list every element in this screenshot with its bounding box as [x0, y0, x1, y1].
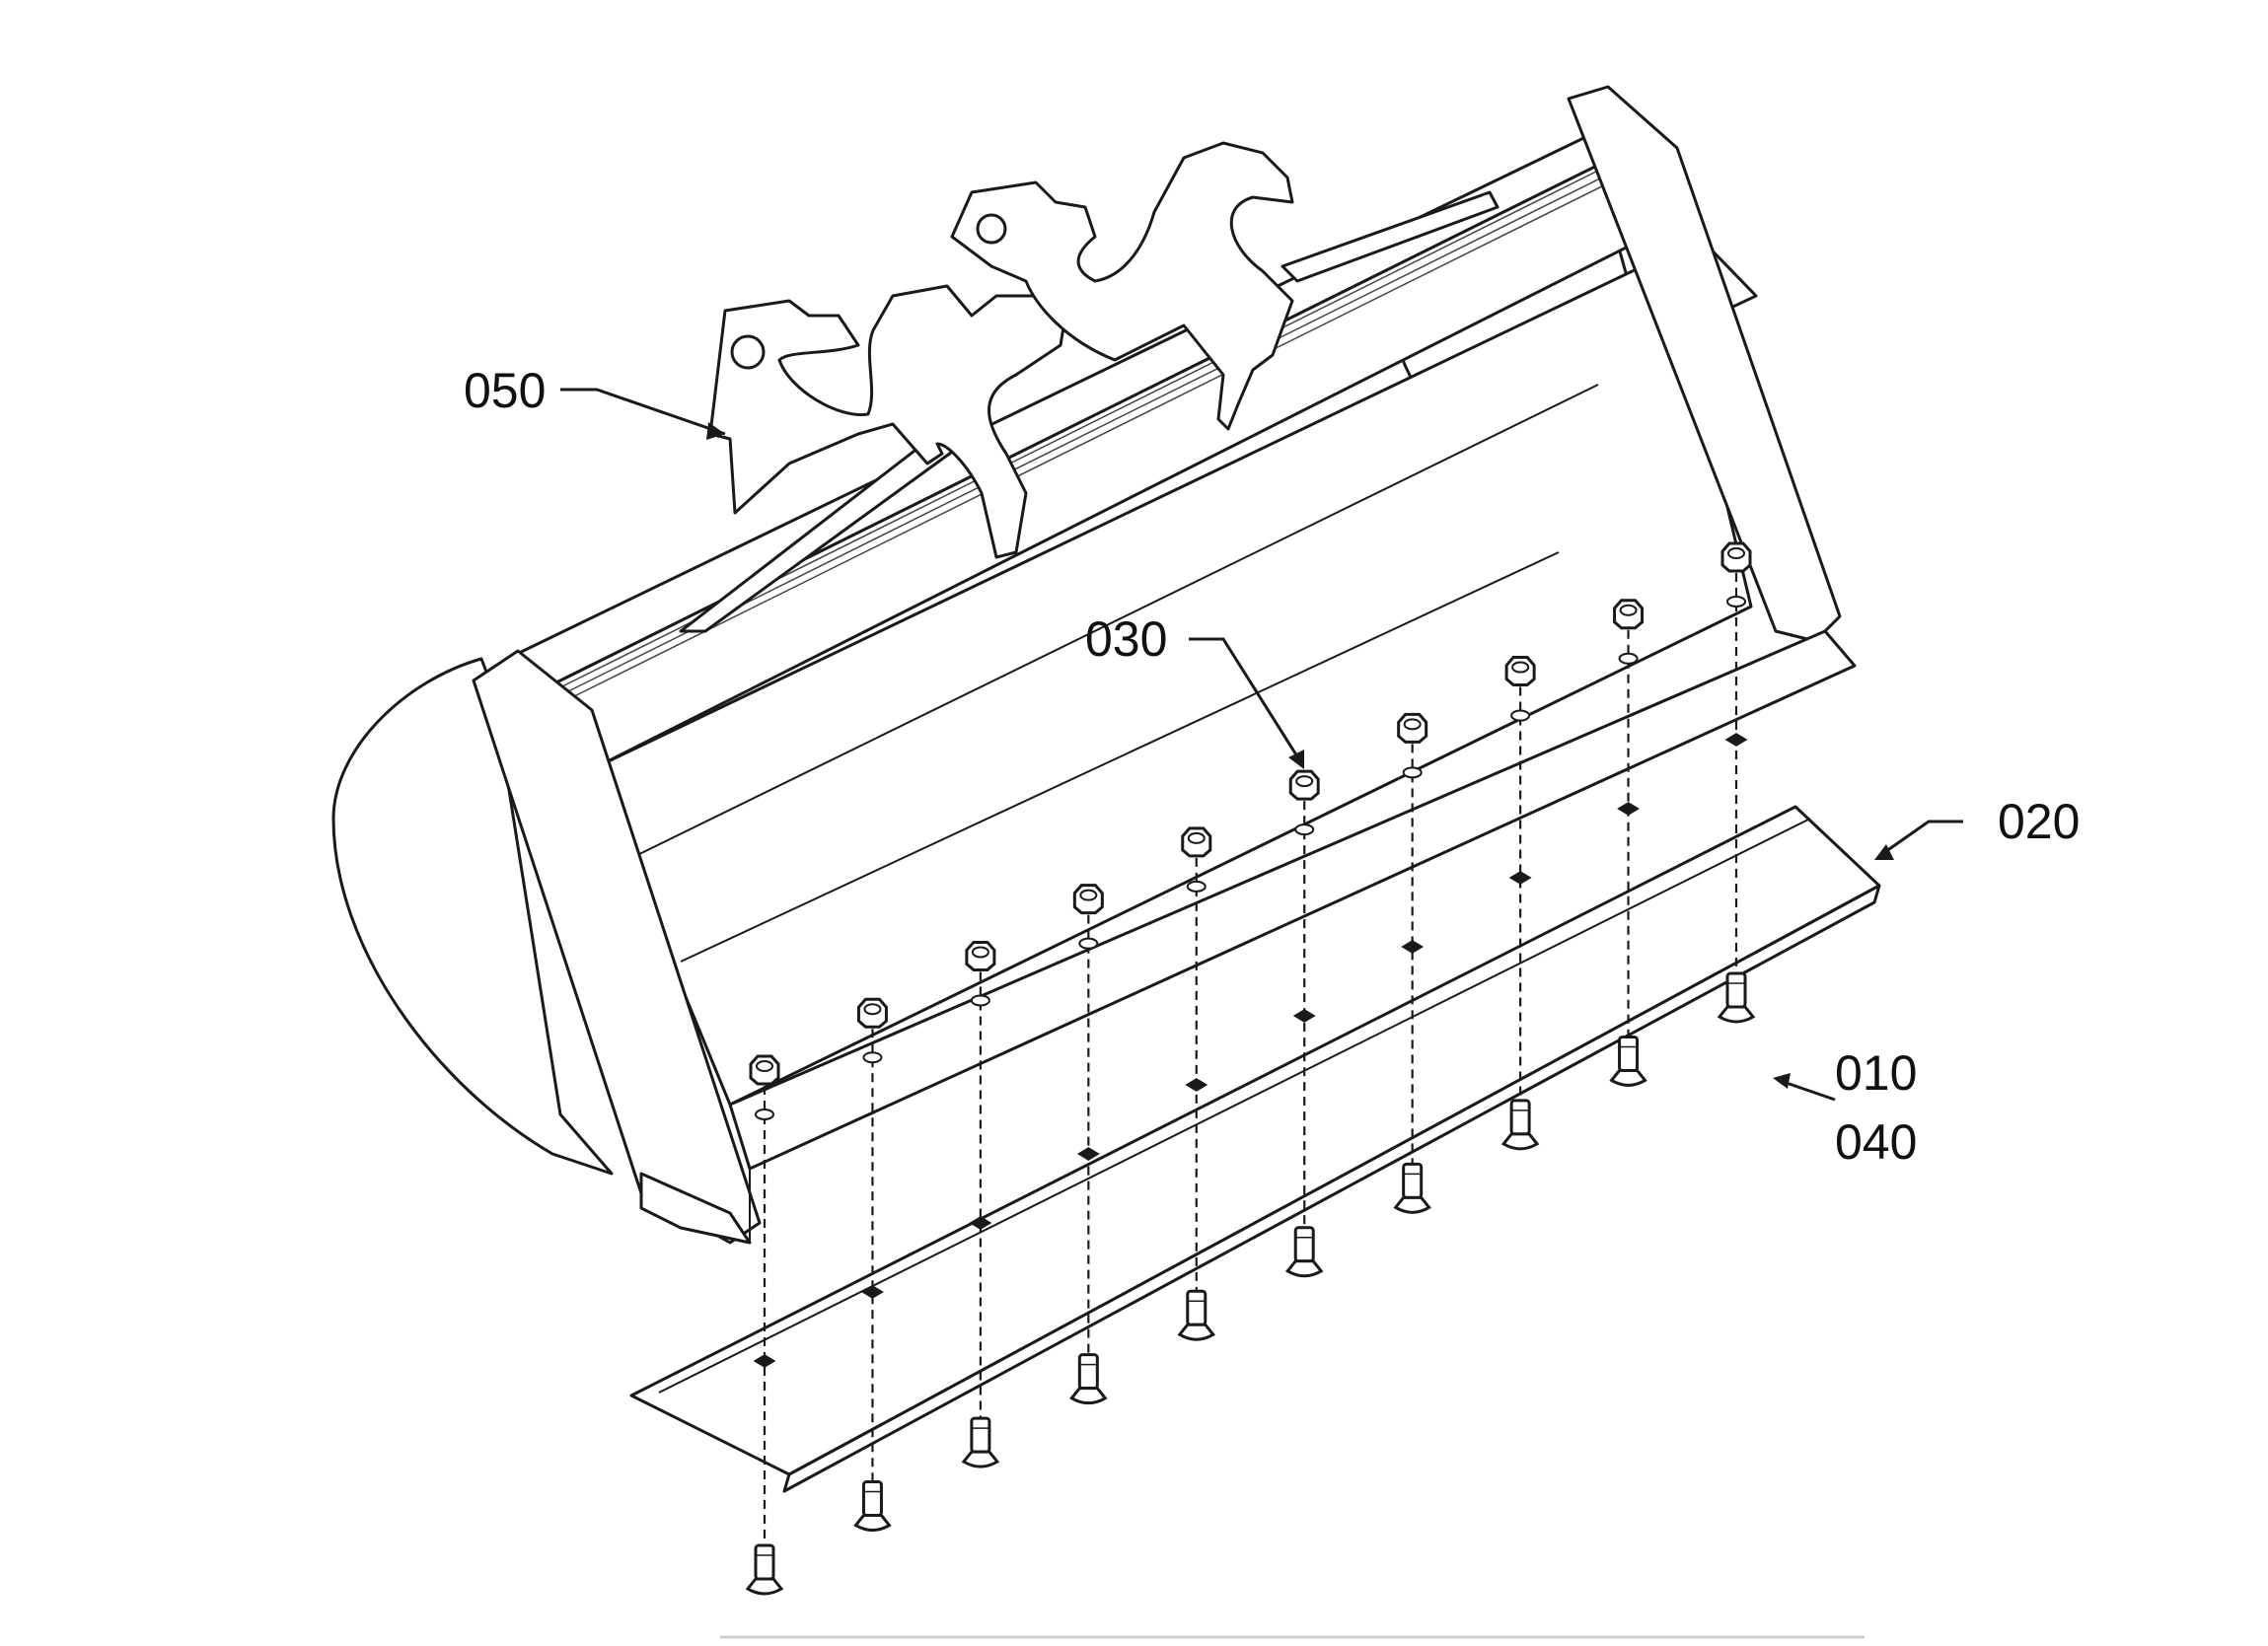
fastener-stack [961, 940, 1000, 1468]
blade-inner-edge [658, 818, 1811, 1394]
nut [1288, 769, 1320, 801]
blade-hole [753, 1354, 776, 1368]
bucket-floor-diagonal [630, 384, 1599, 859]
cutting-edge-blade [629, 805, 1881, 1493]
bolt [1284, 1226, 1324, 1278]
bolt [1069, 1353, 1108, 1405]
bucket-left-side-curve [331, 657, 614, 1176]
bolt [1609, 1035, 1647, 1087]
blade-hole [969, 1216, 992, 1230]
fastener-stack [1609, 599, 1647, 1087]
callout-030: 030 [1085, 611, 1167, 667]
lip-hole [1402, 766, 1423, 779]
lip-hole [1618, 652, 1639, 665]
bolt [1500, 1099, 1540, 1151]
nut [1181, 826, 1212, 858]
hitch-pin-hole-right [976, 213, 1007, 245]
nut [749, 1054, 780, 1086]
lip-hole [1726, 596, 1746, 608]
arrowhead-050 [706, 422, 725, 440]
left-side-plate-foot [639, 1172, 752, 1245]
blade-hole [1076, 1147, 1100, 1161]
hitch-ear-right [950, 141, 1294, 431]
arrowhead-010 [1773, 1073, 1791, 1089]
bolt [1717, 971, 1756, 1024]
bolt [1177, 1289, 1216, 1341]
blade-hole [1724, 733, 1748, 747]
bolt [1393, 1162, 1431, 1214]
bucket-floor-line [680, 551, 1560, 963]
blade-hole [1617, 802, 1641, 816]
callout-leaders [560, 388, 1963, 1102]
blade-hole [860, 1285, 884, 1299]
blade-hole [1508, 871, 1532, 885]
bucket-lip [728, 629, 1857, 1171]
callout-040: 040 [1835, 1114, 1917, 1170]
fasteners-group [745, 541, 1756, 1596]
leader-020 [1878, 820, 1963, 858]
lip-hole [862, 1051, 883, 1064]
nut [1613, 599, 1645, 630]
gusset-right [1280, 190, 1500, 283]
nut [1504, 656, 1536, 687]
arrowhead-030 [1288, 750, 1304, 769]
nut [1397, 712, 1428, 744]
fastener-stack [745, 1054, 784, 1596]
fastener-stack [1393, 712, 1431, 1214]
bolt [961, 1416, 1000, 1468]
callout-020: 020 [1998, 794, 2080, 849]
nut [1072, 884, 1104, 915]
lip-hole [1186, 880, 1207, 893]
hitch-pin-hole-left [730, 334, 766, 370]
lip-hole [1510, 709, 1531, 722]
blade-hole [1292, 1009, 1316, 1023]
fastener-stack [853, 997, 892, 1533]
bolt [853, 1480, 892, 1533]
bolt [745, 1543, 784, 1596]
lip-hole [1294, 823, 1315, 836]
lip-hole [970, 994, 990, 1007]
fastener-stack [1500, 656, 1540, 1151]
right-side-plate [1567, 85, 1842, 643]
hitch-ear-left [708, 284, 1067, 559]
leader-050 [560, 388, 726, 436]
lip-hole [1078, 937, 1099, 950]
fastener-stack [1177, 826, 1216, 1341]
fastener-stack [1717, 541, 1756, 1024]
leader-030 [1189, 637, 1304, 765]
arrowhead-020 [1874, 844, 1894, 860]
callout-010: 010 [1835, 1045, 1917, 1101]
blade-bevel-face [782, 884, 1881, 1493]
blade-hole [1185, 1078, 1208, 1092]
nut [1720, 541, 1752, 573]
callout-050: 050 [464, 363, 546, 418]
lip-hole [755, 1109, 774, 1120]
nut [856, 997, 888, 1029]
fastener-stack [1069, 884, 1108, 1405]
fastener-stack [1284, 769, 1324, 1278]
blade-hole [1401, 940, 1425, 954]
bucket-body [331, 85, 1857, 1245]
nut [965, 940, 996, 971]
